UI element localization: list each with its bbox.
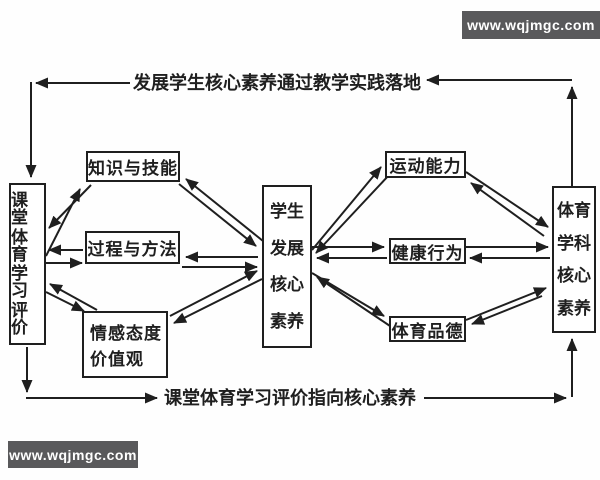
- node-pe-subject-core-line: 体育: [557, 200, 591, 220]
- node-pe-subject-core-line: 素养: [557, 299, 591, 319]
- node-classroom-evaluation-line: 课堂: [11, 191, 28, 228]
- node-affect-values: 情感态度 价值观: [82, 311, 168, 378]
- node-pe-subject-core: 体育 学科 核心 素养: [552, 186, 596, 333]
- node-affect-values-line: 价值观: [90, 349, 144, 369]
- bottom-loop-label: 课堂体育学习评价指向核心素养: [164, 388, 416, 408]
- node-process-methods: 过程与方法: [85, 231, 180, 264]
- node-healthy-behavior: 健康行为: [389, 238, 466, 264]
- edge-knowledge-studentcore: [178, 178, 264, 247]
- edge-affect-studentcore: [169, 270, 263, 324]
- edge-studentcore-morality: [311, 272, 391, 327]
- edge-studentcore-motor: [311, 166, 391, 254]
- node-student-core-line: 发展: [270, 238, 304, 258]
- edge-process-studentcore: [182, 251, 258, 273]
- node-affect-values-line: 情感态度: [90, 324, 162, 344]
- edge-motor-subjectcore: [465, 171, 549, 237]
- bottom-feedback-loop-arrows: [21, 338, 578, 404]
- watermark-bottom-left: www.wqjmgc.com: [8, 441, 138, 468]
- node-sports-morality: 体育品德: [389, 316, 466, 342]
- edge-evaluation-process: [46, 244, 83, 269]
- node-student-core: 学生 发展 核心 素养: [262, 185, 312, 348]
- node-student-core-line: 素养: [270, 312, 304, 332]
- node-classroom-evaluation-line: 体育: [11, 227, 28, 264]
- watermark-top-right: www.wqjmgc.com: [462, 11, 600, 39]
- edge-morality-subjectcore: [465, 287, 547, 325]
- top-feedback-loop-arrows: [25, 74, 578, 186]
- node-classroom-evaluation-line: 学习: [11, 264, 28, 301]
- top-loop-label: 发展学生核心素养通过教学实践落地: [133, 73, 421, 93]
- node-student-core-line: 学生: [270, 201, 304, 221]
- edge-studentcore-health: [312, 241, 387, 264]
- node-pe-subject-core-line: 学科: [557, 233, 591, 253]
- edge-health-subjectcore: [466, 241, 550, 264]
- edge-evaluation-affect: [45, 283, 98, 312]
- node-classroom-evaluation-line: 评价: [11, 300, 28, 337]
- node-classroom-evaluation: 课堂 体育 学习 评价: [9, 183, 46, 345]
- node-pe-subject-core-line: 核心: [557, 266, 591, 286]
- node-motor-ability: 运动能力: [385, 151, 466, 178]
- node-knowledge-skills: 知识与技能: [86, 151, 180, 182]
- node-student-core-line: 核心: [270, 275, 304, 295]
